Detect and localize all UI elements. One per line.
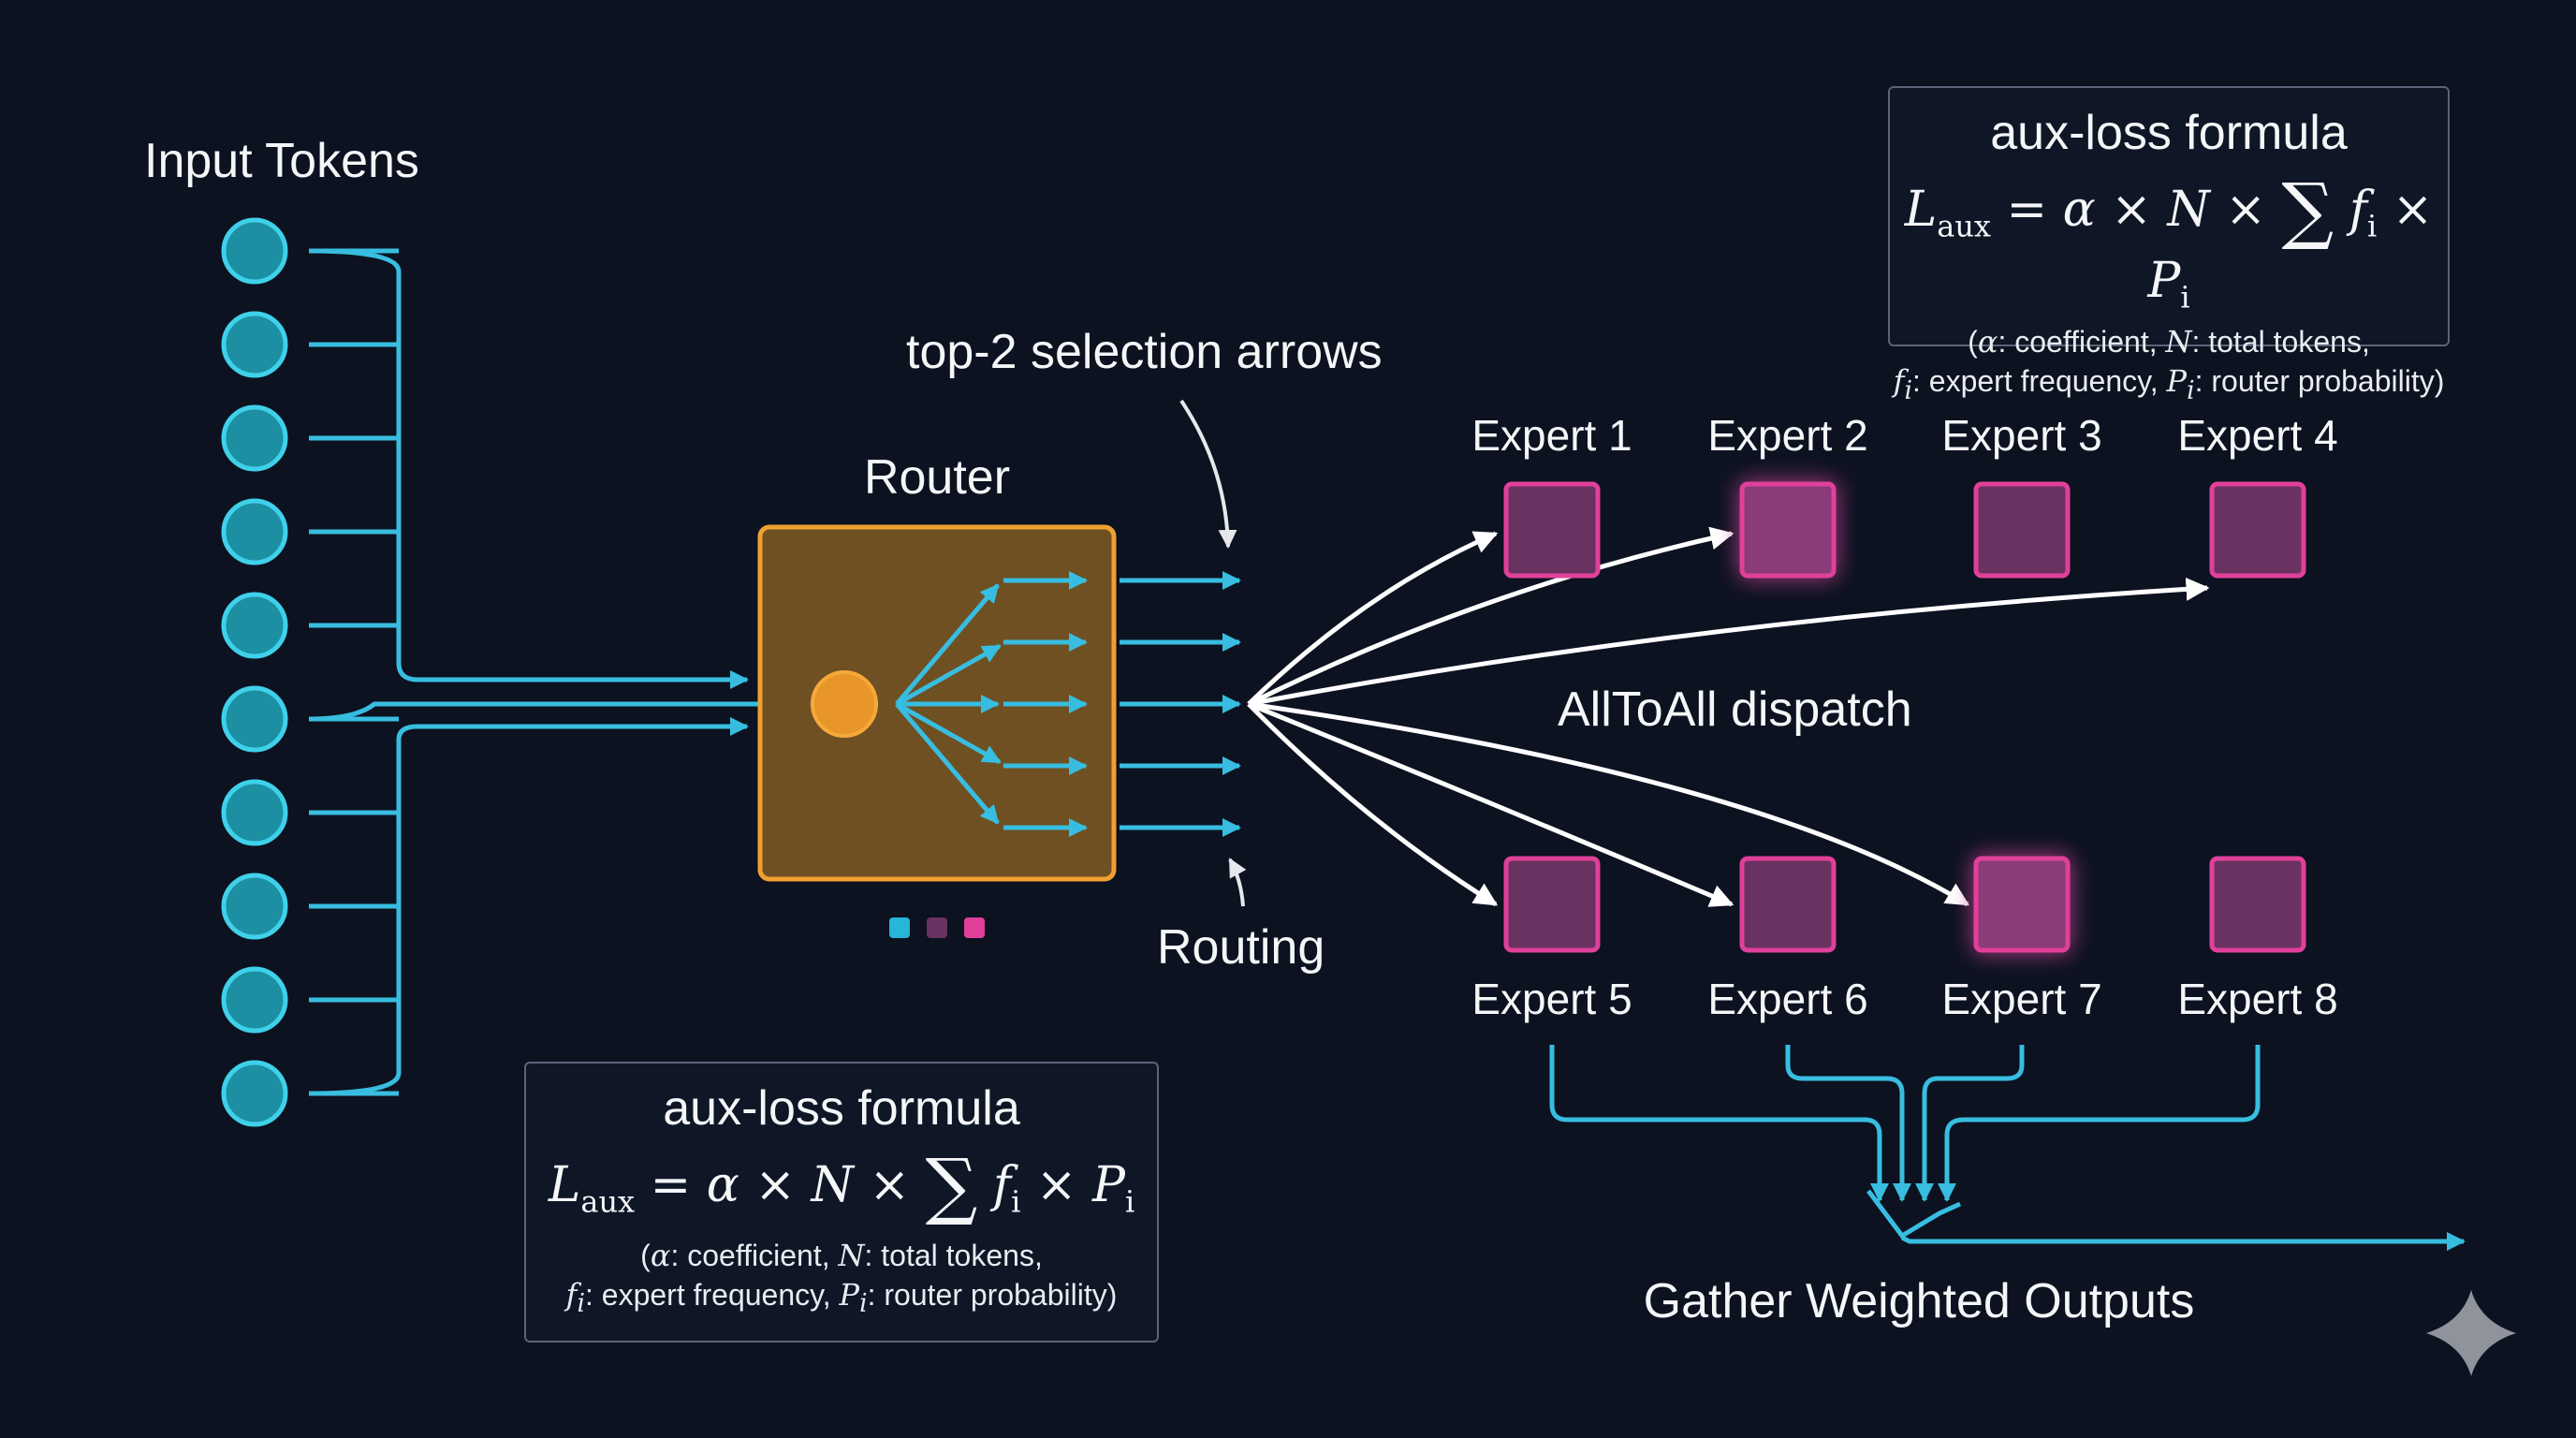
token-circle: [221, 873, 288, 940]
aux-loss-legend: (α: coefficient, N: total tokens, fi: ex…: [565, 1238, 1118, 1319]
gather-line: [1549, 1045, 1889, 1202]
dot-purple: [927, 917, 947, 938]
aux-loss-title: aux-loss formula: [1990, 106, 2348, 160]
bus-middle: [308, 695, 798, 722]
dispatch-arrow: [1248, 701, 1734, 907]
dispatch-arrow: [1247, 526, 1734, 707]
token-circle: [221, 217, 288, 285]
router-legend-dots: [889, 917, 1002, 943]
gather-output: [1900, 1232, 2466, 1251]
token-circle: [221, 311, 288, 378]
aux-loss-legend: (α: coefficient, N: total tokens, fi: ex…: [1893, 324, 2445, 405]
expert-box: [1739, 856, 1837, 953]
expert-box: [1739, 481, 1837, 579]
token-circle: [221, 498, 288, 565]
token-circle: [221, 966, 288, 1034]
token-bus-lines: [308, 248, 798, 1096]
expert-box: [2209, 856, 2306, 953]
expert-label: Expert 5: [1471, 975, 1632, 1023]
bus-lower: [308, 717, 749, 1096]
expert-box: [1503, 481, 1601, 579]
expert-box: [1973, 856, 2071, 953]
expert-label: Expert 8: [2177, 975, 2338, 1023]
expert-box: [1973, 481, 2071, 579]
aux-loss-box-bottom: aux-loss formula Laux = α × N × ∑ fi × P…: [524, 1062, 1159, 1343]
gather-line: [1938, 1045, 2261, 1202]
routing-label: Routing: [1157, 920, 1325, 975]
router-label: Router: [863, 450, 1011, 505]
dispatch-arrow: [1248, 577, 2210, 707]
fan-branch: [895, 643, 1002, 707]
token-circle: [221, 685, 288, 753]
token-circle: [221, 779, 288, 846]
gather-merge: [1866, 1189, 1962, 1240]
alltoall-label: AllToAll dispatch: [1558, 682, 1912, 737]
fan-branch: [895, 701, 1002, 765]
bus-upper: [308, 248, 749, 689]
expert-label: Expert 4: [2177, 411, 2338, 460]
expert-label: Expert 6: [1707, 975, 1868, 1023]
top2-label: top-2 selection arrows: [906, 325, 1383, 379]
gather-label: Gather Weighted Outputs: [1643, 1274, 2195, 1328]
router-fan-arrows: [895, 571, 1241, 837]
token-circle: [221, 404, 288, 472]
gather-line: [1915, 1045, 2025, 1202]
aux-loss-box-top: aux-loss formula Laux = α × N × ∑ fi × P…: [1888, 86, 2450, 405]
sparkle-icon: [2426, 1290, 2516, 1376]
dispatch-arrow: [1247, 531, 1499, 706]
input-tokens-label: Input Tokens: [144, 134, 419, 188]
dispatch-arrow: [1247, 702, 1499, 907]
expert-label: Expert 2: [1707, 411, 1868, 460]
aux-loss-title: aux-loss formula: [663, 1081, 1020, 1136]
expert-label: Expert 1: [1471, 411, 1632, 460]
expert-label: Expert 7: [1941, 975, 2102, 1023]
gather-line: [1785, 1045, 1911, 1202]
gather-lines: [1549, 1045, 2466, 1251]
token-circle: [221, 1060, 288, 1127]
router-core: [811, 670, 878, 738]
dot-cyan: [889, 917, 910, 938]
dispatch-arrow: [1248, 701, 1970, 907]
aux-loss-equation: Laux = α × N × ∑ fi × Pi: [1904, 169, 2434, 315]
expert-box: [1503, 856, 1601, 953]
expert-label: Expert 3: [1941, 411, 2102, 460]
fan-branch: [895, 702, 1000, 825]
experts: [1503, 481, 2306, 953]
fan-branch: [895, 583, 1000, 706]
input-tokens: [221, 217, 288, 1127]
expert-box: [2209, 481, 2306, 579]
dot-pink: [964, 917, 985, 938]
top2-annotation-arrow: [1179, 399, 1237, 549]
routing-annotation-arrow: [1228, 858, 1247, 907]
token-circle: [221, 592, 288, 659]
alltoall-dispatch-arrows: [1247, 526, 2210, 907]
aux-loss-equation: Laux = α × N × ∑ fi × Pi: [548, 1144, 1135, 1228]
